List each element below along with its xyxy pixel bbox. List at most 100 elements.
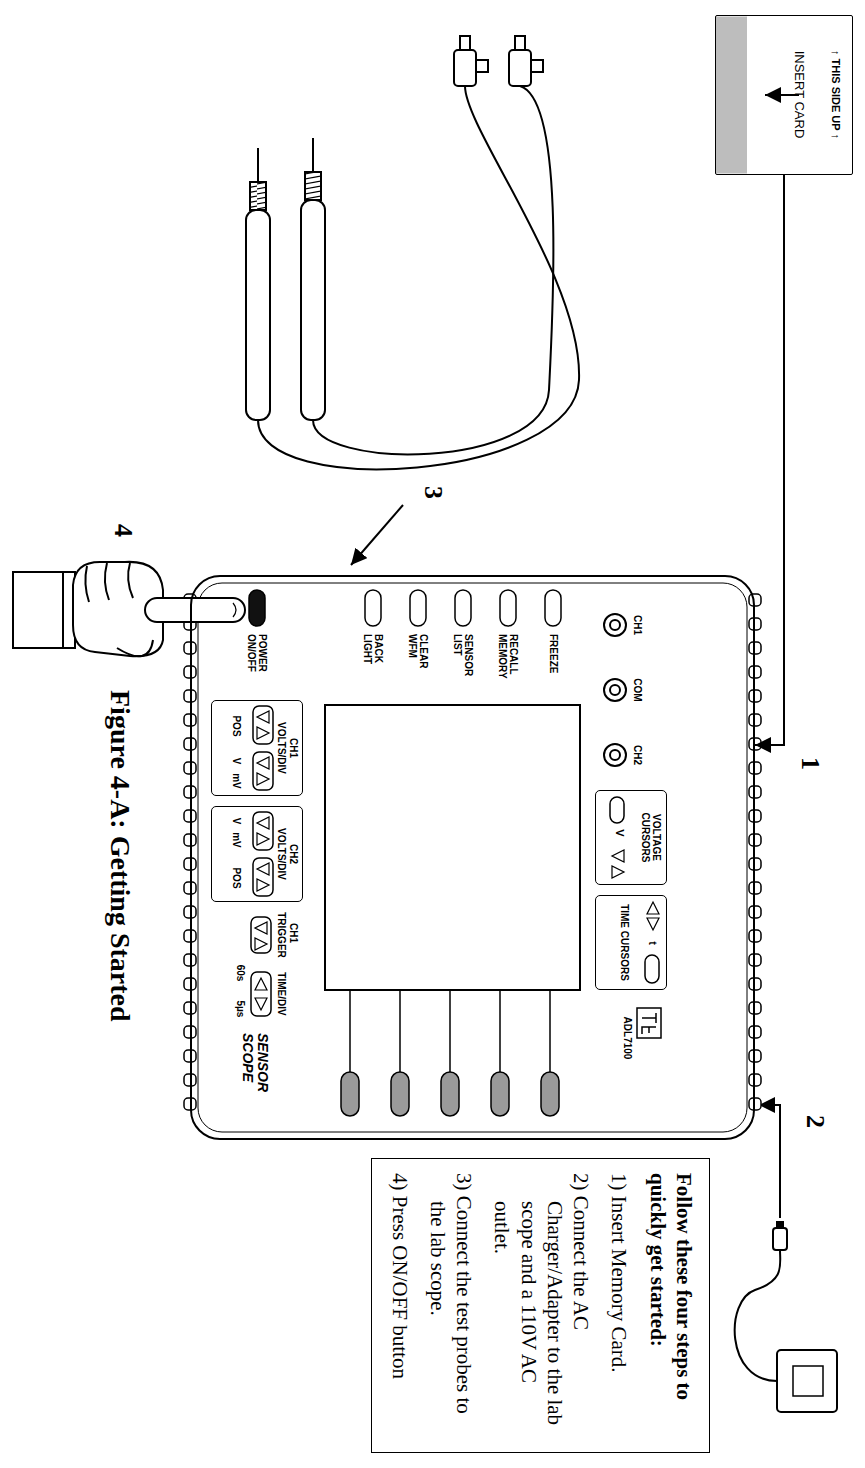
panel-label: VOLTS/DIV [276,807,287,901]
jack-label: CH2 [632,735,643,775]
binding-ring [749,930,761,942]
range-label: 5µs [235,994,246,1024]
panel-label: ADL7100 [622,1003,633,1073]
binding-ring [749,762,761,774]
binding-ring [749,594,761,606]
binding-ring [749,882,761,894]
panel-label: POS [231,859,242,897]
panel-label: SENSOR SCOPE [239,1033,270,1111]
soft-keys [341,990,559,1116]
step-arrow [759,1105,780,1218]
maker-logo [637,1008,661,1038]
arrow-key [612,850,624,862]
binding-ring [749,690,761,702]
binding-ring [749,666,761,678]
control-panel: VOLTAGE CURSORS V [595,790,667,885]
arrow-key [257,773,269,785]
arrow-key [255,922,267,934]
panel-label: VOLTAGE CURSORS [640,793,662,882]
binding-ring [749,978,761,990]
step-arrow [755,175,784,745]
ring-row [749,594,761,1110]
step-arrow [351,505,403,565]
binding-ring [749,810,761,822]
button-label: BACK LIGHT [362,634,384,688]
button-label: SENSOR LIST [452,634,474,688]
arrow-key [255,978,267,990]
binding-ring [749,1002,761,1014]
instruction-text: 4) Press ON/OFF button [387,1173,413,1438]
button-label: CLEAR WFM [407,634,429,688]
arrow-key [255,998,267,1010]
control-label: CH1 [288,915,299,951]
display-screen [325,705,580,990]
binding-ring [749,642,761,654]
binding-ring [749,786,761,798]
panel-label: ↑ THIS SIDE UP ↑ [830,16,842,173]
control-label: TRIGGER [276,908,287,962]
arrow-key [647,902,659,914]
arrow-key [257,711,269,723]
jack-label: COM [632,670,643,710]
control-panel: t TIME CURSORS [595,895,667,990]
arrow-key [612,866,624,878]
button-label: RECALL MEMORY [497,634,519,688]
binding-ring [749,1050,761,1062]
callout-number: 4 [108,524,137,537]
input-jacks [604,614,626,766]
panel-label: V [614,827,626,839]
binding-ring [749,618,761,630]
binding-ring [749,1098,761,1110]
test-probes [246,36,579,469]
arrow-key [257,817,269,829]
panel-label: mV [231,827,242,853]
instruction-box: Follow these four steps to quickly get s… [372,1158,711,1453]
instruction-text: 1) Insert Memory Card. [606,1173,632,1438]
scope-inner-rim [198,583,747,1132]
binding-ring [749,834,761,846]
figure-caption: Figure 4-A: Getting Started [104,690,135,1022]
arrow-key [257,757,269,769]
binding-ring [749,954,761,966]
panel-label: V [231,753,242,769]
control-panel: CH1VOLTS/DIV POS VmV [211,700,303,796]
panel-label: INSERT CARD [792,16,806,173]
control-panel: CH2VOLTS/DIV VmV POS [211,806,303,902]
panel-label: CH2 [288,807,299,901]
ac-adapter [735,1222,837,1412]
button-label: FREEZE [548,634,559,688]
panel-label: t [647,938,659,948]
binding-ring [749,858,761,870]
control-keys [251,706,659,1016]
arrow-keys [255,711,659,1010]
arrow-key [257,879,269,891]
card-grip [716,17,747,174]
panel-label: VOLTS/DIV [276,701,287,795]
memory-card: ↑ THIS SIDE UP ↑ INSERT CARD [715,15,853,175]
button-label: POWER ON/OFF [246,634,268,688]
instruction-text: Follow these four steps to quickly get s… [645,1173,698,1438]
instruction-text: 3) Connect the test probes to the lab sc… [425,1173,478,1438]
function-buttons [249,590,561,626]
binding-ring [749,906,761,918]
control-label: TIME/DIV [276,966,287,1022]
panel-label: TIME CURSORS [619,898,630,987]
panel-label: mV [231,769,242,793]
callout-number: 2 [800,1115,829,1128]
arrow-key [257,727,269,739]
range-label: 60s [235,958,246,988]
arrow-key [257,833,269,845]
arrow-key [255,938,267,950]
arrow-key [257,863,269,875]
callout-number: 1 [795,755,824,772]
panel-label: CH1 [288,701,299,795]
binding-rings [184,594,761,1110]
binding-ring [749,1026,761,1038]
panel-label: V [231,813,242,829]
binding-ring [749,714,761,726]
panel-label: POS [231,707,242,745]
arrow-key [647,918,659,930]
callout-number: 3 [418,486,447,499]
binding-ring [749,1074,761,1086]
